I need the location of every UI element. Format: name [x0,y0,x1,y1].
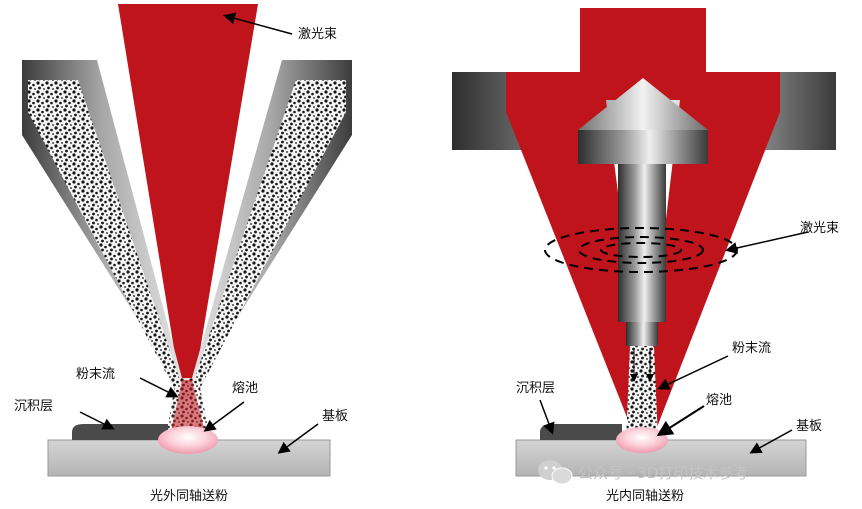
right-label-laser-beam: 激光束 [800,221,839,236]
right-arrow-laser [725,231,809,254]
right-deposition-layer [540,424,622,440]
left-caption: 光外同轴送粉 [150,489,228,504]
right-molten-pool [616,427,668,453]
left-arrow-substrate [277,423,319,454]
left-molten-pool [158,426,218,454]
left-label-deposition-layer: 沉积层 [14,399,53,414]
left-diagram: 激光束 粉末流 熔池 沉积层 基板 光外同轴送粉 [14,4,352,504]
left-label-substrate: 基板 [322,409,348,424]
right-label-substrate: 基板 [796,419,822,434]
right-cone-splitter [578,78,708,130]
right-diagram: 激光束 粉末流 熔池 沉积层 基板 光内同轴送粉 [452,8,839,504]
right-laser-beam-left [506,86,650,440]
left-label-molten-pool: 熔池 [232,381,258,396]
right-caption: 光内同轴送粉 [606,488,684,504]
watermark: 公众号 · 3D打印技术参考 [538,460,748,485]
left-label-laser-beam: 激光束 [298,27,337,42]
left-powder-channel-left [28,80,184,392]
right-arrow-deposit [539,399,555,435]
wechat-icon [538,460,573,485]
left-arrow-laser [223,12,293,35]
right-arrow-pool [656,405,705,437]
right-rotation-ring-inner [600,242,682,258]
left-laser-beam [118,4,258,398]
left-label-powder-flow: 粉末流 [76,367,115,382]
right-arrow-powder [657,355,729,390]
right-label-powder-flow: 粉末流 [732,341,771,356]
left-deposition-layer [72,424,168,440]
watermark-text: 公众号 · 3D打印技术参考 [578,464,748,482]
right-label-deposition-layer: 沉积层 [516,381,555,396]
right-laser-beam-right [640,86,780,440]
right-laser-input-block [506,8,780,100]
right-rotation-ring-mid [578,236,704,264]
left-arrow-deposit [79,411,115,430]
right-arrow-substrate [749,429,793,454]
left-arrow-pool [203,401,245,432]
right-powder-stream [626,346,658,440]
left-beam-focus [170,380,206,436]
right-label-molten-pool: 熔池 [706,393,732,408]
right-powder-tube-tip [626,322,658,346]
left-powder-channel-right [190,80,346,392]
left-arrow-powder [139,377,179,398]
right-splitter-base [578,130,708,164]
